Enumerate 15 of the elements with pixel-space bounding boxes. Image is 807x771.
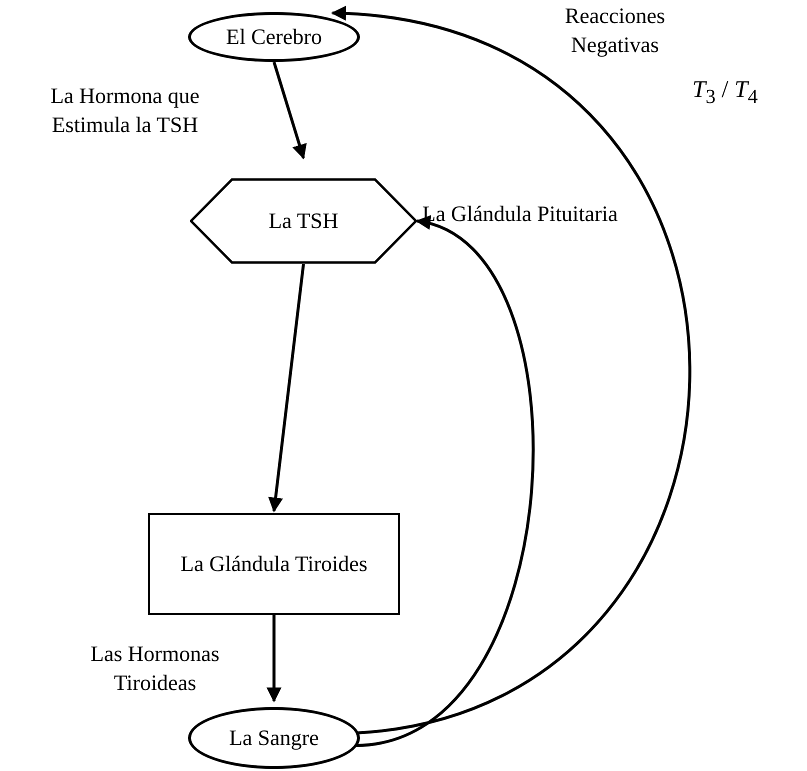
node-label: La Sangre [229, 724, 319, 752]
gland-box [148, 513, 400, 615]
node-label: La Glándula Tiroides [180, 550, 368, 578]
hormone-hexagon [190, 178, 417, 264]
edge-label: Las Hormonas Tiroideas [90, 640, 220, 697]
edge-label: Reacciones Negativas [564, 2, 666, 59]
node-label: La TSH [268, 207, 338, 235]
edge-label: La Hormona que Estimula la TSH [49, 82, 201, 139]
arrow [272, 62, 307, 160]
node-label: El Cerebro [226, 23, 322, 51]
arrow [266, 615, 282, 702]
formula-label: T$_{3}$ / T$_{4}$ [691, 76, 759, 110]
blood-ellipse [188, 707, 360, 769]
brain-ellipse [188, 12, 360, 62]
arrow [268, 264, 305, 512]
